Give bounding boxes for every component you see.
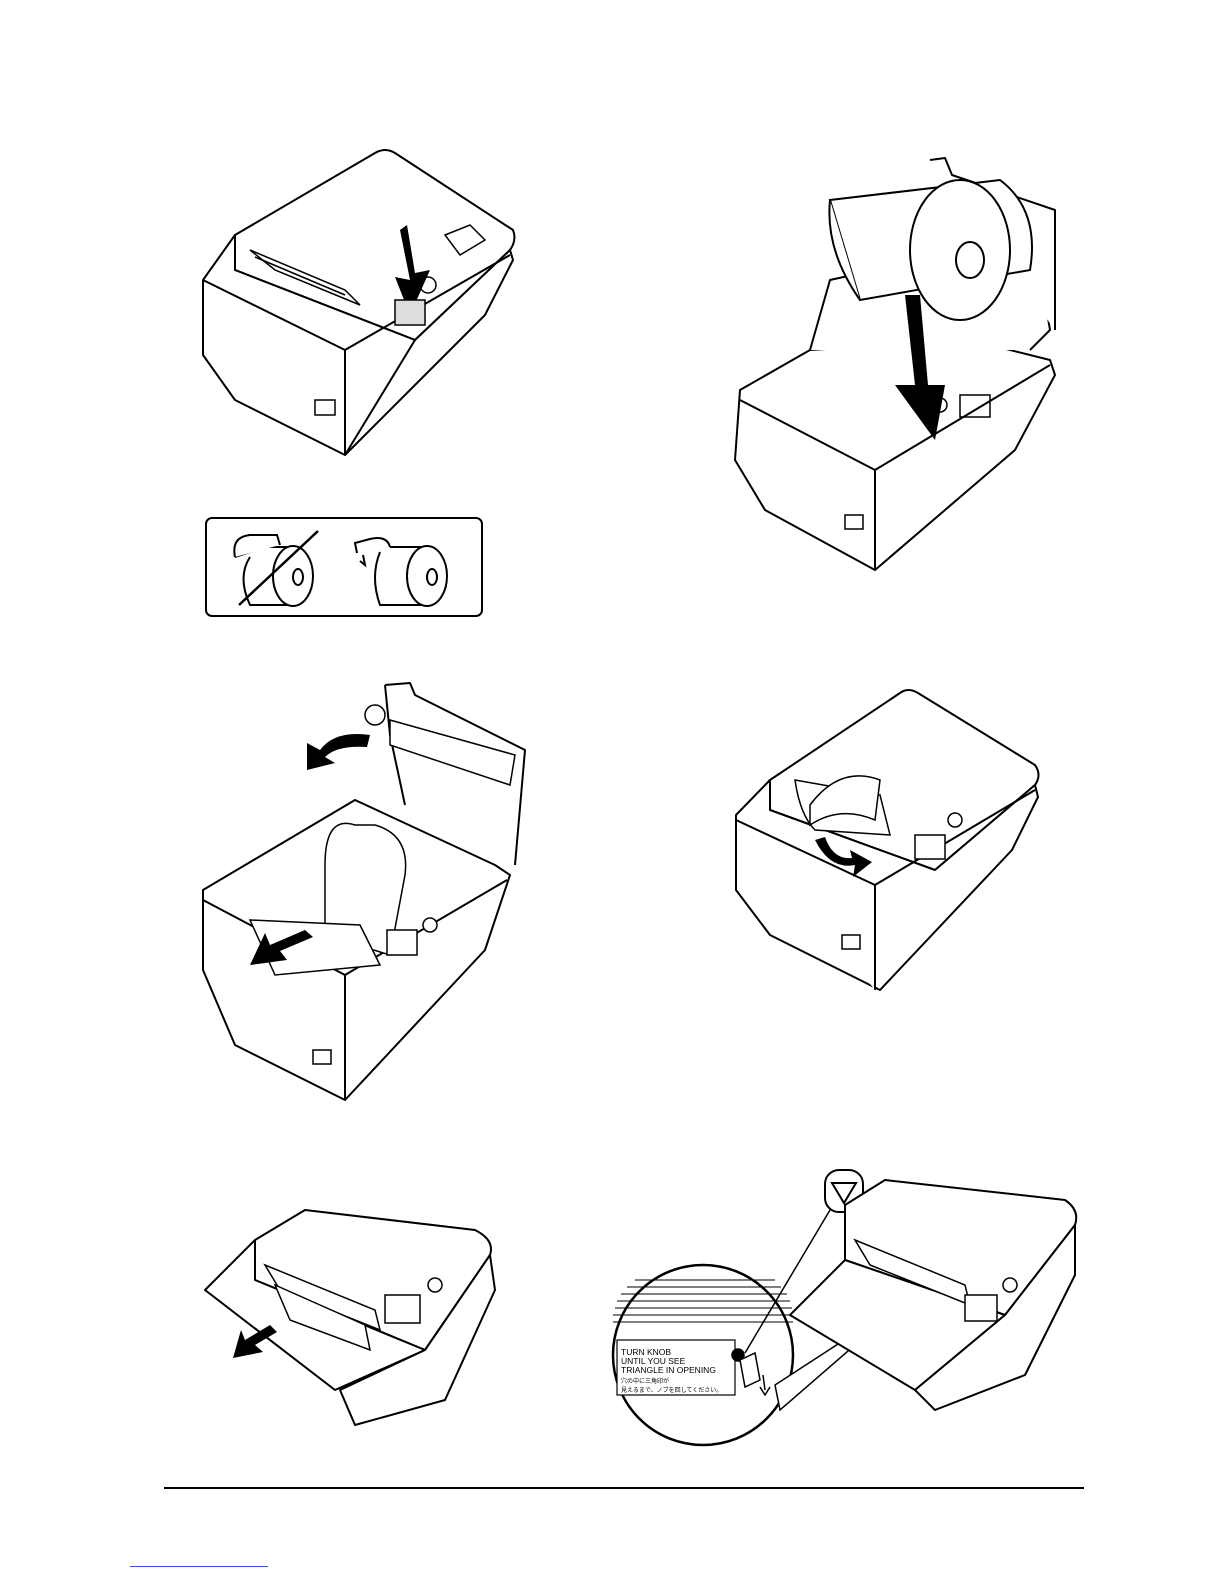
- incorrect-roll-icon: [234, 531, 318, 606]
- cutter-cover-open-figure: [205, 1200, 505, 1430]
- cover-close-tear-figure: [730, 685, 1050, 997]
- knob-label-line3: TRIANGLE IN OPENING: [621, 1365, 716, 1375]
- paper-roll-insertion-figure: [730, 150, 1070, 580]
- knob-label-line5: 見えるまで、ノブを回してください。: [621, 1386, 722, 1394]
- knob-label-line4: 穴の中に三角印が: [621, 1377, 669, 1385]
- paper-feed-out-figure: [195, 675, 535, 1107]
- footer-link-underline[interactable]: [130, 1566, 268, 1567]
- paper-roll-orientation-box: [205, 517, 485, 619]
- cutter-knob-detail-figure: TURN KNOB UNTIL YOU SEE TRIANGLE IN OPEN…: [605, 1165, 1085, 1450]
- printer-cover-open-figure: [195, 145, 525, 465]
- footer-rule: [164, 1487, 1084, 1489]
